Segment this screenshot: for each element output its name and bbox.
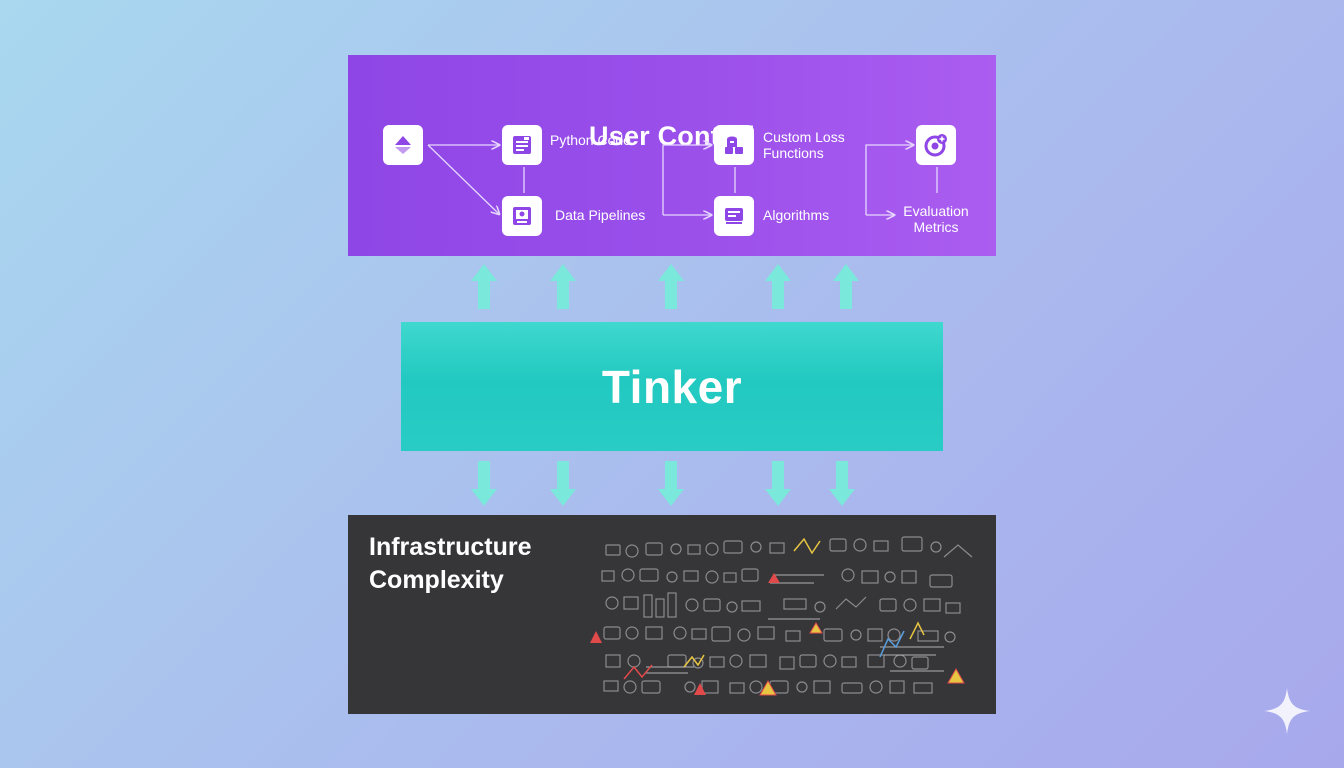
warning-icon	[947, 667, 965, 684]
down-arrow-3	[658, 461, 684, 506]
down-arrow-5	[829, 461, 855, 506]
data-pipelines-node	[502, 196, 542, 236]
up-arrow-1	[471, 264, 497, 309]
evaluation-metrics-label: Evaluation Metrics	[903, 203, 969, 235]
pipeline-monitor-icon	[513, 207, 531, 225]
evaluation-metrics-node	[916, 125, 956, 165]
upload-node	[383, 125, 423, 165]
database-settings-icon	[725, 136, 743, 154]
connector-to-custom-loss	[662, 145, 711, 215]
alert-icon	[694, 683, 706, 695]
infrastructure-clutter-illustration	[590, 536, 973, 696]
down-arrow-4	[765, 461, 791, 506]
data-pipelines-label: Data Pipelines	[555, 207, 646, 223]
connector-to-evaluation	[865, 145, 913, 215]
up-arrow-3	[658, 264, 684, 309]
custom-loss-node	[714, 125, 754, 165]
up-arrow-4	[765, 264, 791, 309]
up-arrow-5	[833, 264, 859, 309]
python-code-node	[502, 125, 542, 165]
tinker-panel: Tinker	[401, 322, 943, 451]
algorithms-node	[714, 196, 754, 236]
connector-upload-to-pipelines	[427, 144, 499, 214]
infrastructure-panel: Infrastructure Complexity	[348, 515, 996, 714]
warning-icon	[809, 622, 823, 634]
python-code-label: Python Code	[550, 132, 631, 148]
algorithm-screen-icon	[725, 208, 743, 224]
algorithms-label: Algorithms	[763, 207, 830, 223]
warning-icon	[759, 679, 777, 696]
alert-icon	[768, 573, 780, 583]
code-document-icon	[513, 136, 531, 154]
upload-icon	[395, 136, 411, 154]
user-control-panel: User Control	[348, 55, 996, 256]
up-arrow-2	[550, 264, 576, 309]
target-plus-icon	[924, 134, 947, 157]
infrastructure-title: Infrastructure Complexity	[369, 533, 532, 594]
sparkle-icon	[1264, 688, 1310, 734]
alert-icon	[590, 631, 602, 643]
custom-loss-label: Custom Loss Functions	[763, 129, 845, 161]
tinker-label: Tinker	[601, 360, 743, 413]
down-arrow-1	[471, 461, 497, 506]
flow-connectors	[427, 55, 938, 256]
down-arrow-2	[550, 461, 576, 506]
